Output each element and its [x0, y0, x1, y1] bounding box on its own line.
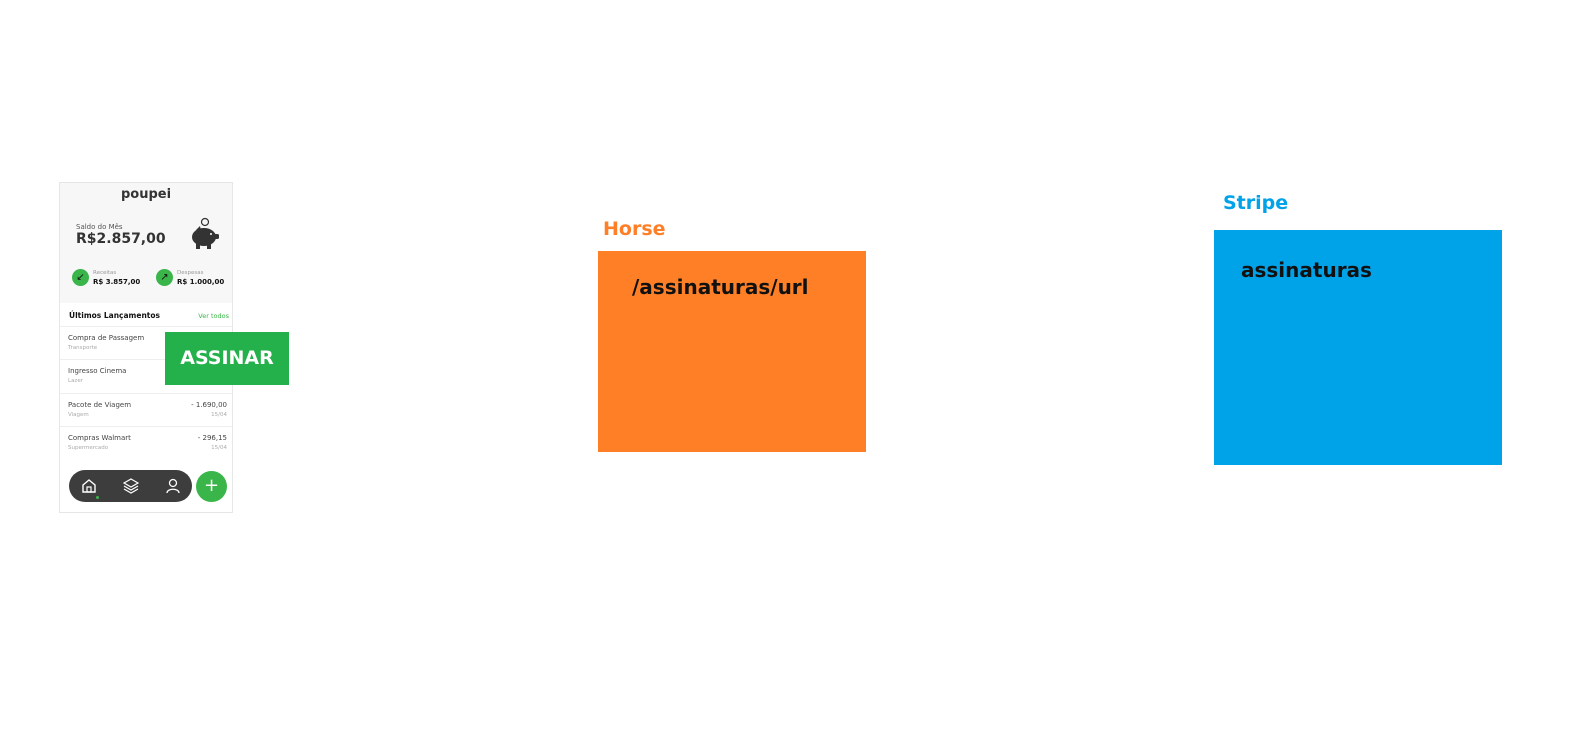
- item-name: Compras Walmart: [68, 434, 131, 442]
- item-category: Supermercado: [68, 445, 109, 451]
- balance-value: R$2.857,00: [76, 231, 166, 247]
- expense-value: R$ 1.000,00: [177, 278, 225, 286]
- horse-endpoint: /assinaturas/url: [632, 275, 809, 299]
- item-date: 15/04: [211, 445, 227, 451]
- arrow-up-right-icon: ↗: [156, 269, 173, 286]
- item-name: Pacote de Viagem: [68, 401, 132, 409]
- see-all-link[interactable]: Ver todos: [198, 312, 229, 320]
- list-item[interactable]: Pacote de Viagem Viagem - 1.690,00 15/04: [60, 393, 232, 426]
- app-title: poupei: [120, 187, 172, 202]
- stripe-resource: assinaturas: [1241, 258, 1372, 282]
- home-icon[interactable]: [80, 477, 98, 495]
- item-date: 15/04: [211, 412, 227, 418]
- active-indicator: [96, 496, 99, 499]
- stripe-box: assinaturas: [1214, 230, 1502, 465]
- item-amount: - 1.690,00: [191, 401, 227, 409]
- item-name: Ingresso Cinema: [68, 367, 127, 375]
- add-button[interactable]: +: [196, 471, 227, 502]
- piggy-bank-icon: [192, 217, 219, 249]
- arrow-down-left-icon: ↙: [72, 269, 89, 286]
- income-value: R$ 3.857,00: [93, 278, 141, 286]
- launches-title: Últimos Lançamentos: [69, 311, 160, 320]
- item-category: Lazer: [68, 378, 83, 384]
- list-item[interactable]: Compras Walmart Supermercado - 296,15 15…: [60, 426, 232, 459]
- expense-label: Despesas: [177, 270, 204, 276]
- subscribe-button[interactable]: ASSINAR: [165, 332, 289, 385]
- user-icon[interactable]: [164, 477, 182, 495]
- item-category: Transporte: [68, 345, 98, 351]
- income-label: Receitas: [93, 270, 117, 276]
- horse-label: Horse: [603, 218, 666, 240]
- list-item[interactable]: Ingresso Cinema Lazer: [60, 359, 232, 392]
- item-category: Viagem: [68, 412, 89, 418]
- stripe-label: Stripe: [1223, 192, 1289, 214]
- item-amount: - 296,15: [197, 434, 227, 442]
- item-name: Compra de Passagem: [68, 334, 145, 342]
- horse-box: /assinaturas/url: [598, 251, 866, 452]
- balance-label: Saldo do Mês: [76, 223, 123, 231]
- bottom-navigation: [69, 470, 192, 502]
- list-item[interactable]: Compra de Passagem Transporte: [60, 326, 232, 359]
- layers-icon[interactable]: [122, 477, 140, 495]
